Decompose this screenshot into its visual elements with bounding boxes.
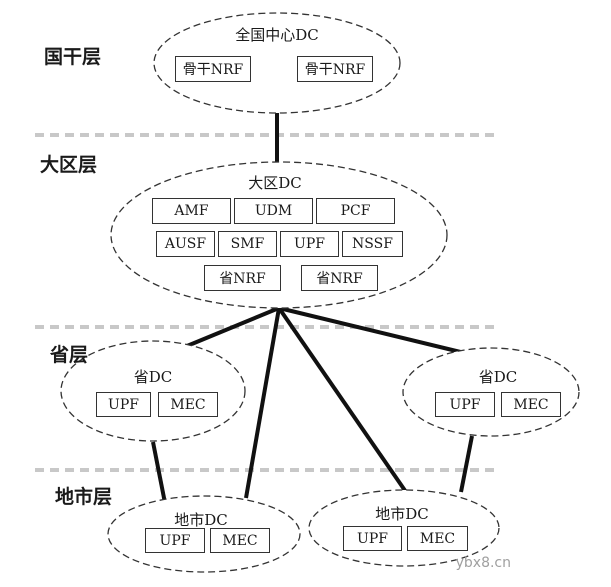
link-province-city-right bbox=[459, 435, 474, 493]
nf-amf: AMF bbox=[152, 198, 231, 224]
nf-pcf: PCF bbox=[316, 198, 395, 224]
nf-provincial-nrf-1: 省NRF bbox=[204, 265, 281, 291]
dc-national-title: 全国中心DC bbox=[235, 26, 319, 44]
dc-national-ellipse bbox=[153, 12, 401, 114]
dc-city-right-title: 地市DC bbox=[375, 505, 429, 523]
nf-city-right-upf: UPF bbox=[343, 526, 402, 551]
layer-label-province: 省层 bbox=[50, 344, 89, 366]
watermark-text: ybx8.cn bbox=[455, 555, 511, 571]
nf-province-left-upf: UPF bbox=[96, 392, 151, 417]
link-province-city-left bbox=[151, 441, 167, 504]
nf-upf: UPF bbox=[280, 231, 339, 257]
nf-city-left-upf: UPF bbox=[145, 528, 205, 553]
nf-backbone-nrf-2: 骨干NRF bbox=[297, 56, 373, 82]
nf-ausf: AUSF bbox=[156, 231, 215, 257]
link-region-city-left bbox=[244, 307, 281, 499]
nf-province-right-mec: MEC bbox=[501, 392, 561, 417]
link-region-province-right bbox=[278, 306, 478, 358]
nf-smf: SMF bbox=[218, 231, 277, 257]
dc-region-title: 大区DC bbox=[248, 174, 302, 192]
dc-province-left-ellipse bbox=[60, 340, 246, 442]
nf-city-right-mec: MEC bbox=[407, 526, 468, 551]
dc-province-left-title: 省DC bbox=[133, 368, 173, 386]
nf-province-left-mec: MEC bbox=[158, 392, 218, 417]
nf-province-right-upf: UPF bbox=[435, 392, 495, 417]
nf-udm: UDM bbox=[234, 198, 313, 224]
nf-provincial-nrf-2: 省NRF bbox=[301, 265, 378, 291]
nf-backbone-nrf-1: 骨干NRF bbox=[175, 56, 251, 82]
nf-city-left-mec: MEC bbox=[210, 528, 270, 553]
nf-nssf: NSSF bbox=[342, 231, 403, 257]
layer-label-region: 大区层 bbox=[40, 154, 98, 176]
layer-label-city: 地市层 bbox=[55, 486, 113, 508]
dc-province-right-title: 省DC bbox=[478, 368, 518, 386]
layer-label-national: 国干层 bbox=[44, 46, 102, 68]
link-region-city-right bbox=[277, 306, 408, 494]
dc-city-left-title: 地市DC bbox=[174, 511, 228, 529]
